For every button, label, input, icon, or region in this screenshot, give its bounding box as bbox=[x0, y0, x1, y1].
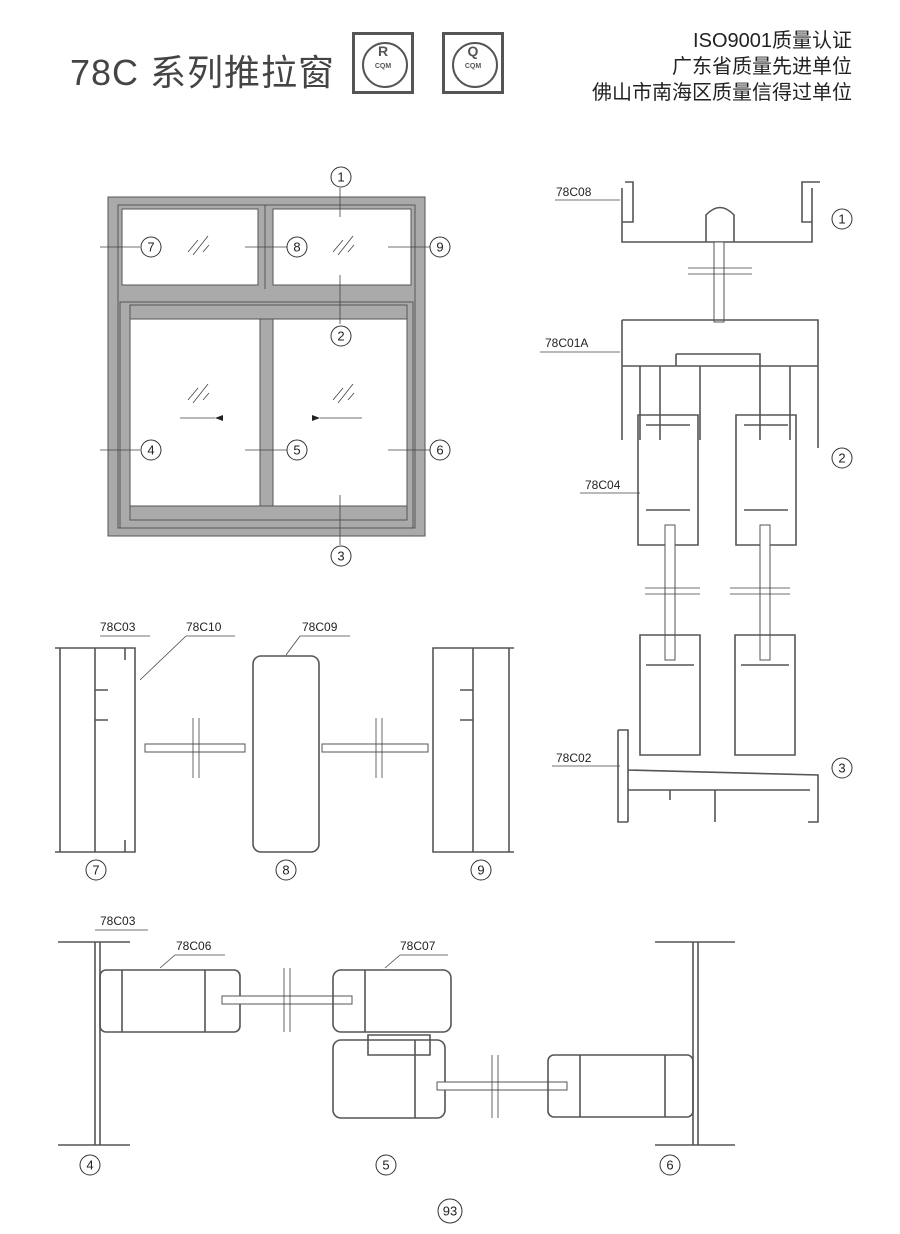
transom-section: 78C03 78C10 78C09 7 8 9 bbox=[55, 620, 514, 881]
cert-foshan: 佛山市南海区质量信得过单位 bbox=[592, 82, 852, 104]
svg-text:8: 8 bbox=[282, 863, 289, 878]
horizontal-section: 78C03 78C06 78C07 4 5 6 bbox=[58, 914, 735, 1176]
svg-text:1: 1 bbox=[337, 170, 344, 185]
arrow-left-icon bbox=[312, 415, 320, 421]
page-title: 78C 系列推拉窗 bbox=[70, 52, 336, 93]
arrow-right-icon bbox=[215, 415, 223, 421]
svg-text:78C08: 78C08 bbox=[556, 185, 592, 199]
cqm-r-logo: R CQM bbox=[352, 32, 414, 94]
cqm-q-logo: Q CQM bbox=[442, 32, 504, 94]
cert-guangdong: 广东省质量先进单位 bbox=[672, 56, 852, 78]
vertical-section: 78C08 78C01A 78C04 78C02 1 2 3 bbox=[540, 181, 853, 823]
svg-text:7: 7 bbox=[92, 863, 99, 878]
svg-text:78C07: 78C07 bbox=[400, 939, 436, 953]
elevation-callouts: 1 2 3 4 5 6 7 8 9 bbox=[140, 166, 451, 567]
svg-text:5: 5 bbox=[293, 443, 300, 458]
svg-text:93: 93 bbox=[443, 1204, 457, 1219]
svg-text:9: 9 bbox=[436, 240, 443, 255]
svg-text:6: 6 bbox=[666, 1158, 673, 1173]
svg-text:78C03: 78C03 bbox=[100, 914, 136, 928]
certifications: ISO9001质量认证 广东省质量先进单位 佛山市南海区质量信得过单位 bbox=[592, 28, 852, 106]
svg-text:3: 3 bbox=[838, 761, 845, 776]
svg-text:2: 2 bbox=[337, 329, 344, 344]
svg-text:7: 7 bbox=[147, 240, 154, 255]
svg-text:3: 3 bbox=[337, 549, 344, 564]
svg-text:78C03: 78C03 bbox=[100, 620, 136, 634]
window-elevation bbox=[100, 188, 430, 545]
svg-text:78C04: 78C04 bbox=[585, 478, 621, 492]
svg-text:6: 6 bbox=[436, 443, 443, 458]
svg-text:4: 4 bbox=[147, 443, 154, 458]
svg-text:78C02: 78C02 bbox=[556, 751, 592, 765]
svg-text:78C01A: 78C01A bbox=[545, 336, 588, 350]
svg-text:78C09: 78C09 bbox=[302, 620, 338, 634]
svg-text:9: 9 bbox=[477, 863, 484, 878]
svg-text:78C06: 78C06 bbox=[176, 939, 212, 953]
page-number: 93 bbox=[437, 1198, 463, 1224]
svg-text:5: 5 bbox=[382, 1158, 389, 1173]
svg-text:1: 1 bbox=[838, 212, 845, 227]
cert-iso: ISO9001质量认证 bbox=[693, 30, 852, 52]
svg-text:8: 8 bbox=[293, 240, 300, 255]
svg-text:4: 4 bbox=[86, 1158, 93, 1173]
svg-text:78C10: 78C10 bbox=[186, 620, 222, 634]
svg-text:2: 2 bbox=[838, 451, 845, 466]
